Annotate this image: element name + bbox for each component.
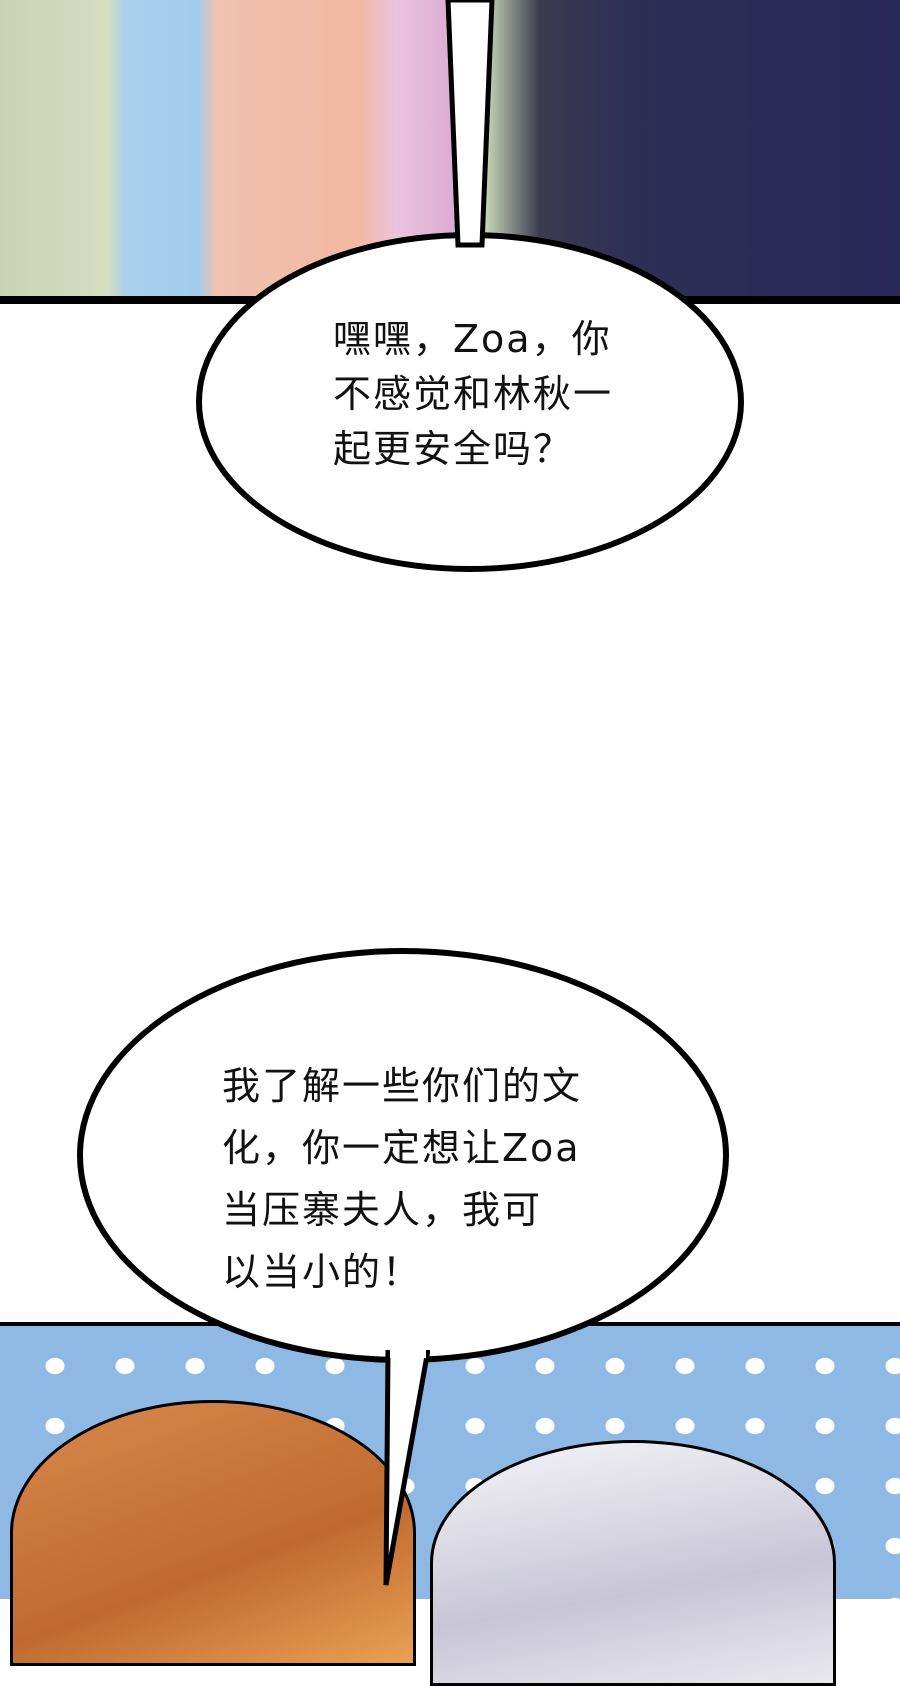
bubble-tail-bottom (383, 1350, 430, 1586)
speech-text-1: 嘿嘿，Zoa，你 不感觉和林秋一 起更安全吗？ (333, 317, 614, 471)
speech-bubble-1 (196, 232, 744, 572)
speech-text-2: 我了解一些你们的文 化，你一定想让Zoa 当压寨夫人，我可 以当小的！ (222, 1064, 583, 1294)
orange-hair-character (10, 1400, 416, 1666)
silver-hair-character (430, 1440, 836, 1686)
speech-bubble-2 (77, 948, 729, 1363)
bubble-tail-top (445, 0, 495, 248)
